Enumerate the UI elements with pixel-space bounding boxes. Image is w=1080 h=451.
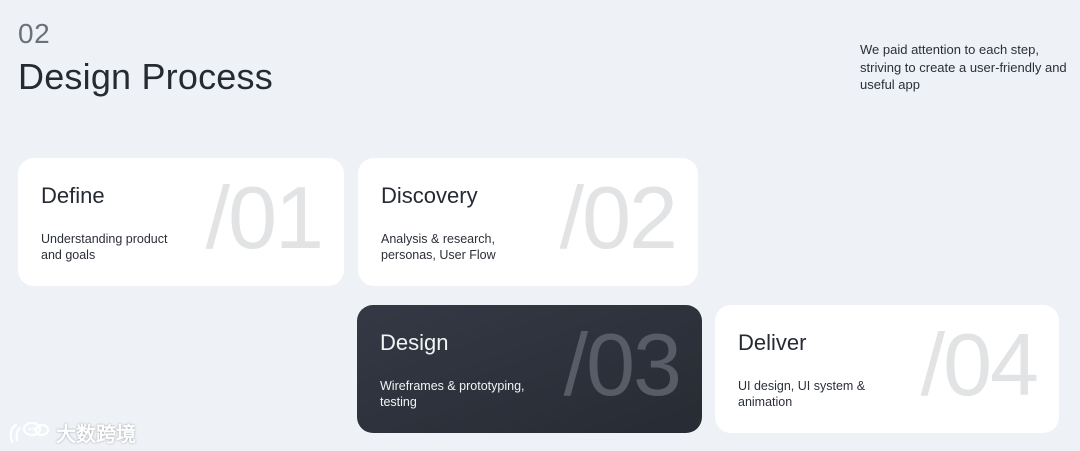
step-description: Analysis & research, personas, User Flow — [381, 232, 496, 262]
step-card-design: /03 Design Wireframes & prototyping, tes… — [357, 305, 702, 433]
page-title: Design Process — [18, 56, 273, 97]
step-card-discovery: /02 Discovery Analysis & research, perso… — [358, 158, 698, 286]
step-title: Discovery — [381, 183, 478, 208]
step-description: Understanding product and goals — [41, 232, 168, 262]
watermark-text: 大数跨境 — [56, 424, 136, 446]
step-number: /03 — [563, 315, 682, 414]
step-card-define: /01 Define Understanding product and goa… — [18, 158, 344, 286]
step-title: Define — [41, 183, 105, 208]
step-description: Wireframes & prototyping, testing — [380, 379, 525, 409]
step-card-deliver: /04 Deliver UI design, UI system & anima… — [715, 305, 1059, 433]
step-number: /04 — [920, 315, 1039, 414]
chat-bubble-logo-icon — [8, 420, 50, 446]
section-number: 02 — [18, 18, 51, 49]
step-title: Deliver — [738, 330, 807, 355]
step-description: UI design, UI system & animation — [738, 379, 866, 409]
intro-text: We paid attention to each step, striving… — [860, 42, 1067, 92]
step-number: /02 — [559, 168, 678, 267]
watermark: 大数跨境 — [8, 418, 136, 447]
step-title: Design — [380, 330, 449, 355]
step-number: /01 — [205, 168, 324, 267]
